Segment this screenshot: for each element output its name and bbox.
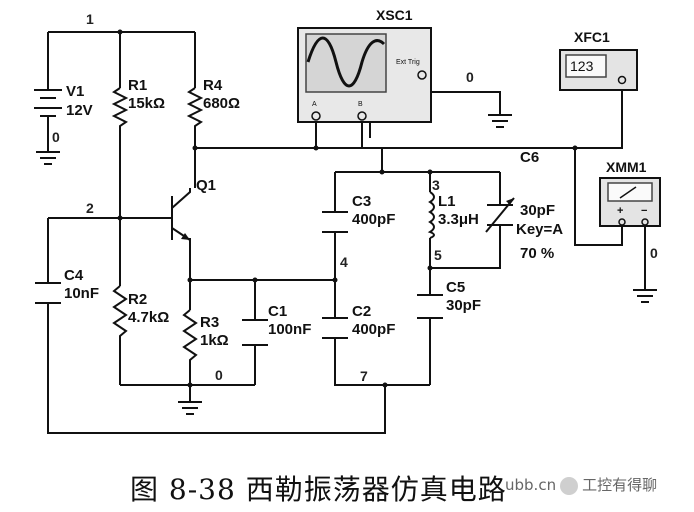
node-0-label: 0: [52, 129, 60, 145]
multimeter-xmm1[interactable]: + −: [599, 177, 661, 227]
c2-value: 400pF: [352, 321, 395, 338]
node-3-label: 3: [432, 177, 440, 193]
node-0-label: 0: [466, 69, 474, 85]
c3-value: 400pF: [352, 211, 395, 228]
capacitor-c1: [242, 319, 268, 346]
ground-symbol: [36, 151, 60, 165]
r1-name: R1: [128, 77, 147, 94]
node-1-label: 1: [86, 11, 94, 27]
resistor-r1: [111, 87, 129, 128]
r3-name: R3: [200, 314, 219, 331]
l1-name: L1: [438, 193, 456, 210]
watermark-prefix: ubb.cn: [505, 476, 557, 494]
ground-symbol: [488, 114, 512, 128]
r1-value: 15kΩ: [128, 95, 165, 112]
node-7-label: 7: [360, 368, 368, 384]
node-0-label: 0: [650, 245, 658, 261]
node-0-label: 0: [215, 367, 223, 383]
node-5-label: 5: [434, 247, 442, 263]
schematic-diagram: A B Ext Trig 123 + − XSC1 XFC1 XMM1 V1 1…: [34, 7, 661, 434]
capacitor-c2: [322, 317, 348, 339]
r2-value: 4.7kΩ: [128, 309, 169, 326]
inductor-l1: [427, 191, 435, 239]
node-4-label: 4: [340, 254, 348, 270]
oscilloscope-name: XSC1: [376, 7, 413, 23]
c1-value: 100nF: [268, 321, 311, 338]
c3-name: C3: [352, 193, 371, 210]
r4-name: R4: [203, 77, 223, 94]
multimeter-name: XMM1: [606, 159, 647, 175]
meter-plus-label: +: [617, 205, 623, 217]
r2-name: R2: [128, 291, 147, 308]
figure-caption: 图 8-38 西勒振荡器仿真电路: [130, 473, 507, 506]
wechat-icon: [560, 476, 579, 495]
c5-value: 30pF: [446, 297, 481, 314]
c4-value: 10nF: [64, 285, 99, 302]
r3-value: 1kΩ: [200, 332, 229, 349]
junctions: [117, 29, 578, 388]
c5-name: C5: [446, 279, 465, 296]
ground-symbol: [633, 289, 657, 303]
c6-key: Key=A: [516, 221, 563, 238]
capacitor-c5: [417, 294, 443, 319]
node-2-label: 2: [86, 200, 94, 216]
variable-capacitor-c6: [485, 197, 515, 233]
transistor-q1: [171, 188, 191, 241]
figure-caption-area: 图 8-38 西勒振荡器仿真电路: [0, 466, 694, 506]
watermark-text: 工控有得聊: [582, 476, 658, 494]
v1-name: V1: [66, 83, 84, 100]
q1-name: Q1: [196, 177, 216, 194]
capacitor-c4: [35, 282, 61, 304]
c1-name: C1: [268, 303, 287, 320]
c6-name: C6: [520, 149, 539, 166]
ground-symbol: [178, 401, 202, 415]
battery-v1: [34, 88, 62, 128]
c2-name: C2: [352, 303, 371, 320]
l1-value: 3.3μH: [438, 211, 479, 228]
capacitor-c3: [322, 211, 348, 233]
watermark: ubb.cn 工控有得聊: [505, 474, 657, 495]
counter-name: XFC1: [574, 29, 610, 45]
resistor-r2: [112, 285, 128, 340]
scope-waveform: [306, 36, 386, 88]
c4-name: C4: [64, 267, 84, 284]
scope-trigger-label: Ext Trig: [396, 59, 420, 66]
c6-value: 30pF: [520, 202, 555, 219]
frequency-counter-xfc1[interactable]: 123: [559, 49, 638, 91]
scope-channel-a-label: A: [312, 101, 317, 108]
oscilloscope-xsc1[interactable]: A B Ext Trig: [297, 27, 432, 123]
v1-value: 12V: [66, 102, 93, 119]
c6-setting: 70 %: [520, 245, 554, 262]
resistor-r3: [182, 309, 198, 365]
meter-needle-icon: [619, 186, 637, 199]
r4-value: 680Ω: [203, 95, 240, 112]
resistor-r4: [186, 87, 204, 128]
meter-minus-label: −: [641, 205, 647, 217]
counter-display: 123: [570, 58, 594, 74]
scope-channel-b-label: B: [358, 101, 363, 108]
